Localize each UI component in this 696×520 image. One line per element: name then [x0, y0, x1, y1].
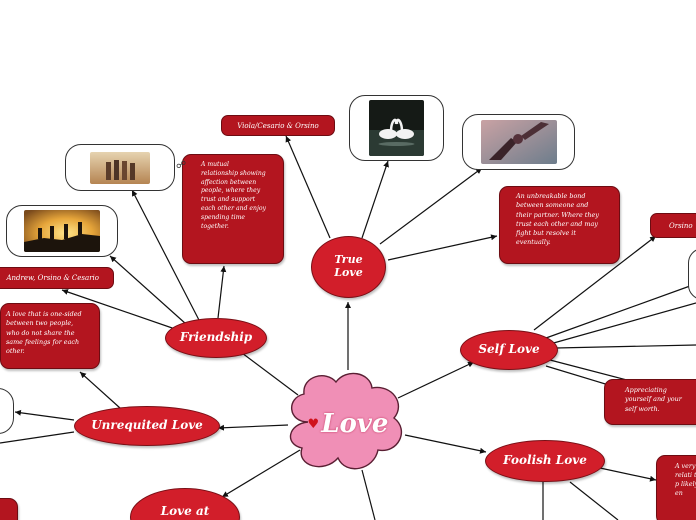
foolish-love-label: Foolish Love	[503, 453, 587, 468]
self-love-node[interactable]: Self Love	[460, 330, 558, 370]
tag-orsino-label: Orsino	[669, 221, 693, 230]
edge-box-bottom-left	[0, 498, 18, 520]
swans-image-frame[interactable]	[349, 95, 444, 161]
tag-viola-cesario-orsino[interactable]: Viola/Cesario & Orsino	[221, 115, 335, 136]
swans-photo	[369, 100, 424, 156]
tag-andrew-orsino-cesario[interactable]: Andrew, Orsino & Cesario	[0, 267, 114, 289]
friends-climbing-photo	[24, 210, 100, 252]
friendship-label: Friendship	[179, 330, 253, 345]
link-icon: ☍	[176, 160, 187, 171]
tag-viola-label: Viola/Cesario & Orsino	[237, 121, 319, 130]
holding-hands-image-frame[interactable]	[462, 114, 575, 170]
edge-frame-right	[688, 248, 696, 300]
friends-climbing-image-frame[interactable]	[6, 205, 118, 257]
tag-andrew-label: Andrew, Orsino & Cesario	[6, 274, 99, 282]
friends-sunset-image-frame[interactable]	[65, 144, 175, 191]
true-love-description: An unbreakable bond between someone and …	[499, 186, 620, 264]
foolish-love-node[interactable]: Foolish Love	[485, 440, 605, 482]
unrequited-description: A love that is one-sided between two peo…	[0, 303, 100, 369]
love-center-label: Love	[321, 409, 389, 439]
friendship-description-text: A mutual relationship showing affection …	[201, 161, 266, 230]
true-love-node[interactable]: True Love	[311, 236, 386, 298]
heart-icon: ♥	[307, 416, 320, 432]
love-center-label-wrap: ♥ Love	[300, 404, 396, 444]
unrequited-description-text: A love that is one-sided between two peo…	[6, 310, 82, 356]
foolish-love-description: A very relati two p likely the en	[656, 455, 696, 520]
love-at-label: Love at	[160, 504, 210, 518]
self-love-description: Appreciating yourself and your self wort…	[604, 379, 696, 425]
self-love-label: Self Love	[478, 342, 540, 357]
foolish-love-description-text: A very relati two p likely the en	[675, 463, 696, 498]
unrequited-love-label: Unrequited Love	[91, 418, 203, 433]
true-love-description-text: An unbreakable bond between someone and …	[516, 192, 599, 247]
friends-sunset-photo	[90, 151, 150, 184]
unrequited-love-node[interactable]: Unrequited Love	[74, 406, 220, 446]
friendship-node[interactable]: Friendship	[165, 318, 267, 358]
true-love-label: True Love	[334, 253, 363, 279]
self-love-description-text: Appreciating yourself and your self wort…	[625, 386, 682, 413]
tag-orsino[interactable]: Orsino	[650, 213, 696, 238]
holding-hands-photo	[480, 120, 557, 164]
love-center-cloud[interactable]	[282, 370, 412, 474]
friendship-description: A mutual relationship showing affection …	[182, 154, 284, 264]
